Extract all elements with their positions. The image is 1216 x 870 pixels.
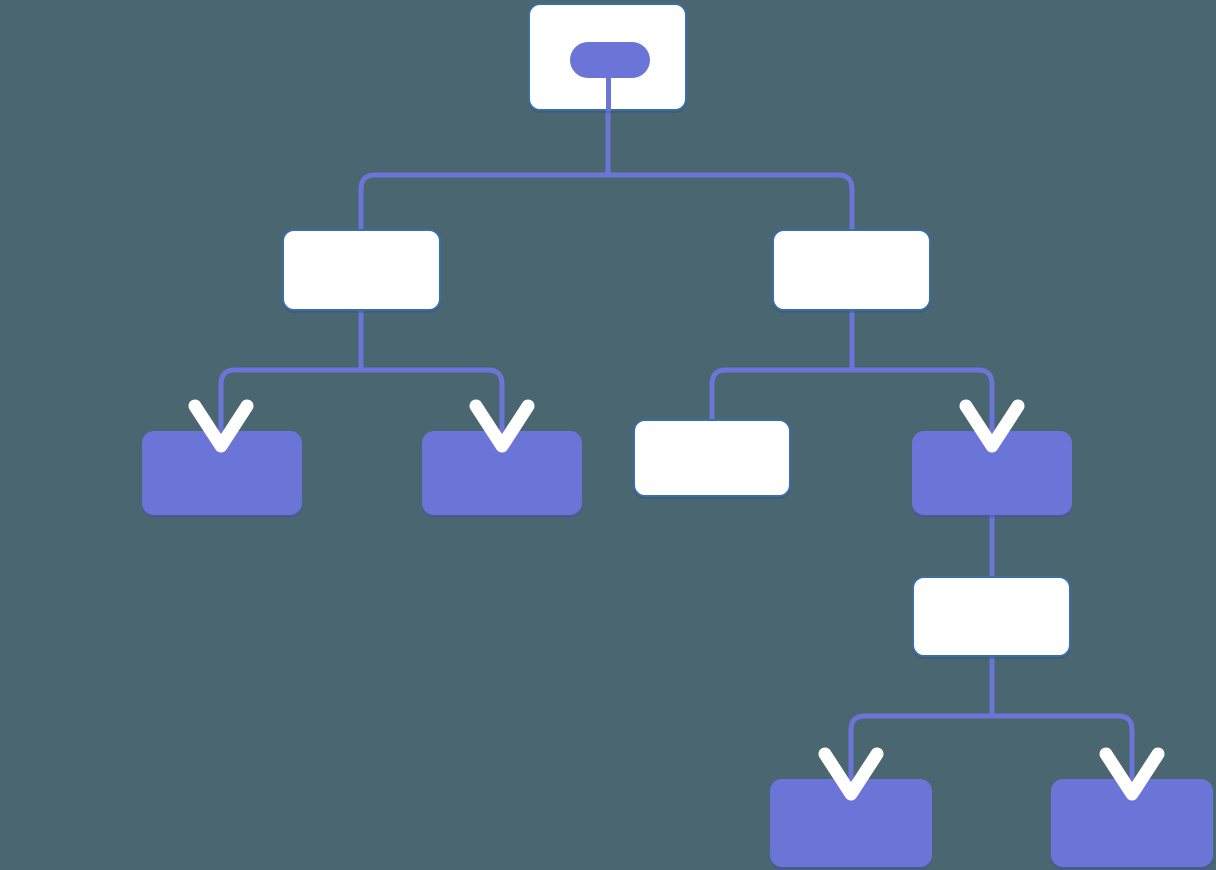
node-n-r3[interactable]: [912, 576, 1071, 657]
edge-root-to-n-r1: [605, 111, 855, 229]
node-n-r1[interactable]: [772, 229, 931, 311]
edge-n-l1-to-n-l2a: [218, 311, 364, 440]
edge-n-l1-to-n-l2b: [358, 311, 505, 440]
node-n-l1[interactable]: [282, 229, 441, 311]
root-node-stem: [606, 76, 611, 111]
edge-n-r1-to-n-r2b: [849, 311, 995, 440]
node-n-r4b[interactable]: [1051, 779, 1213, 867]
edge-root-to-n-l1: [358, 111, 611, 229]
edge-n-r1-to-n-r2a: [709, 311, 855, 419]
node-n-l2b[interactable]: [422, 431, 582, 515]
node-n-r4a[interactable]: [770, 779, 932, 867]
node-n-r2a[interactable]: [633, 419, 791, 497]
edge-n-r3-to-n-r4b: [989, 657, 1135, 788]
root-node-pill: [570, 42, 650, 78]
node-n-r2b[interactable]: [912, 431, 1072, 515]
node-n-l2a[interactable]: [142, 431, 302, 515]
edge-n-r3-to-n-r4a: [848, 657, 995, 788]
